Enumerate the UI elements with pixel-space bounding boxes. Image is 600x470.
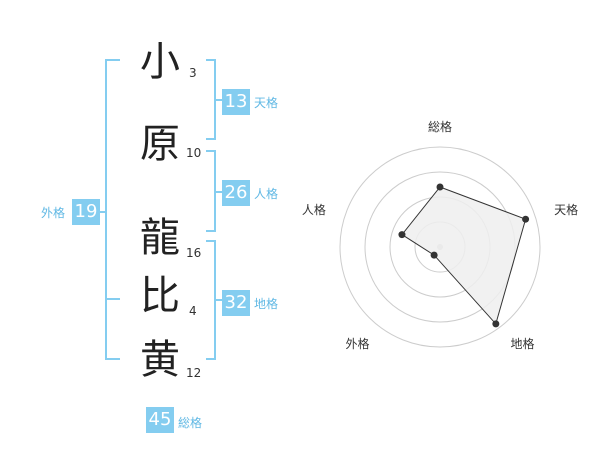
radar-point xyxy=(492,320,500,328)
gaikaku-bracket xyxy=(105,59,120,360)
jinkaku-connector xyxy=(216,191,222,193)
tenkaku-label: 天格 xyxy=(254,96,279,110)
radar-point xyxy=(398,231,406,239)
tenkaku-bracket xyxy=(206,59,216,140)
chikaku-badge: 32 xyxy=(222,290,250,316)
radar-axis-label: 人格 xyxy=(302,202,326,217)
radar-points xyxy=(398,183,530,328)
stroke-count-4: 4 xyxy=(189,304,197,318)
stroke-count-1: 3 xyxy=(189,66,197,80)
soukaku-badge: 45 xyxy=(146,407,174,433)
radar-axis-label: 外格 xyxy=(345,336,369,351)
chikaku-bracket xyxy=(206,240,216,360)
stroke-count-2: 10 xyxy=(186,146,202,160)
jinkaku-badge: 26 xyxy=(222,180,250,206)
name-char-1: 小 xyxy=(140,39,180,85)
soukaku-label: 総格 xyxy=(178,416,203,430)
name-char-3: 龍 xyxy=(140,215,180,261)
chikaku-label: 地格 xyxy=(254,297,279,311)
gaikaku-label: 外格 xyxy=(41,206,66,220)
chikaku-connector xyxy=(216,299,222,301)
radar-ring xyxy=(339,146,541,348)
radar-point xyxy=(436,183,444,191)
radar-area xyxy=(401,186,527,325)
gaikaku-split-mark xyxy=(105,298,120,300)
radar-point xyxy=(522,215,530,223)
gaikaku-badge: 19 xyxy=(72,199,100,225)
radar-axis-label: 天格 xyxy=(554,202,578,217)
radar-axis-label: 総格 xyxy=(428,119,452,134)
gaikaku-connector xyxy=(99,211,105,213)
radar-axis-label: 地格 xyxy=(511,336,535,351)
radar-point xyxy=(430,251,438,259)
name-char-2: 原 xyxy=(140,121,180,167)
stroke-count-3: 16 xyxy=(186,246,202,260)
tenkaku-connector xyxy=(216,99,222,101)
jinkaku-bracket xyxy=(206,150,216,232)
name-char-5: 黄 xyxy=(140,337,180,383)
jinkaku-label: 人格 xyxy=(254,187,279,201)
stroke-count-5: 12 xyxy=(186,366,202,380)
tenkaku-badge: 13 xyxy=(222,89,250,115)
name-char-4: 比 xyxy=(140,273,180,319)
